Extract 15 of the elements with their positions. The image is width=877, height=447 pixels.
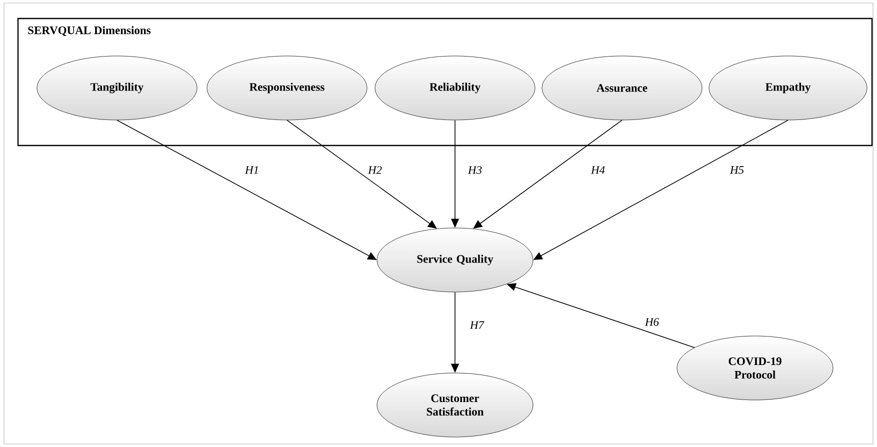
edge-label: H5 xyxy=(730,166,744,174)
ellipse-node: Service Quality xyxy=(376,228,534,292)
ellipse-node: Tangibility xyxy=(36,56,198,120)
ellipse-node: Responsiveness xyxy=(206,56,368,120)
ellipse-node: Empathy xyxy=(708,56,868,120)
edge-label: H1 xyxy=(244,166,258,174)
edge-label: H4 xyxy=(590,166,605,174)
edge-label: H6 xyxy=(644,318,659,326)
edge-label: H2 xyxy=(368,166,382,174)
ellipse-node: COVID-19 Protocol xyxy=(676,336,834,400)
ellipse-node: Reliability xyxy=(374,56,536,120)
ellipse-node: Assurance xyxy=(542,56,702,120)
edge-label: H7 xyxy=(470,321,484,329)
ellipse-node: Customer Satisfaction xyxy=(376,372,534,438)
edge-label: H3 xyxy=(468,166,482,174)
